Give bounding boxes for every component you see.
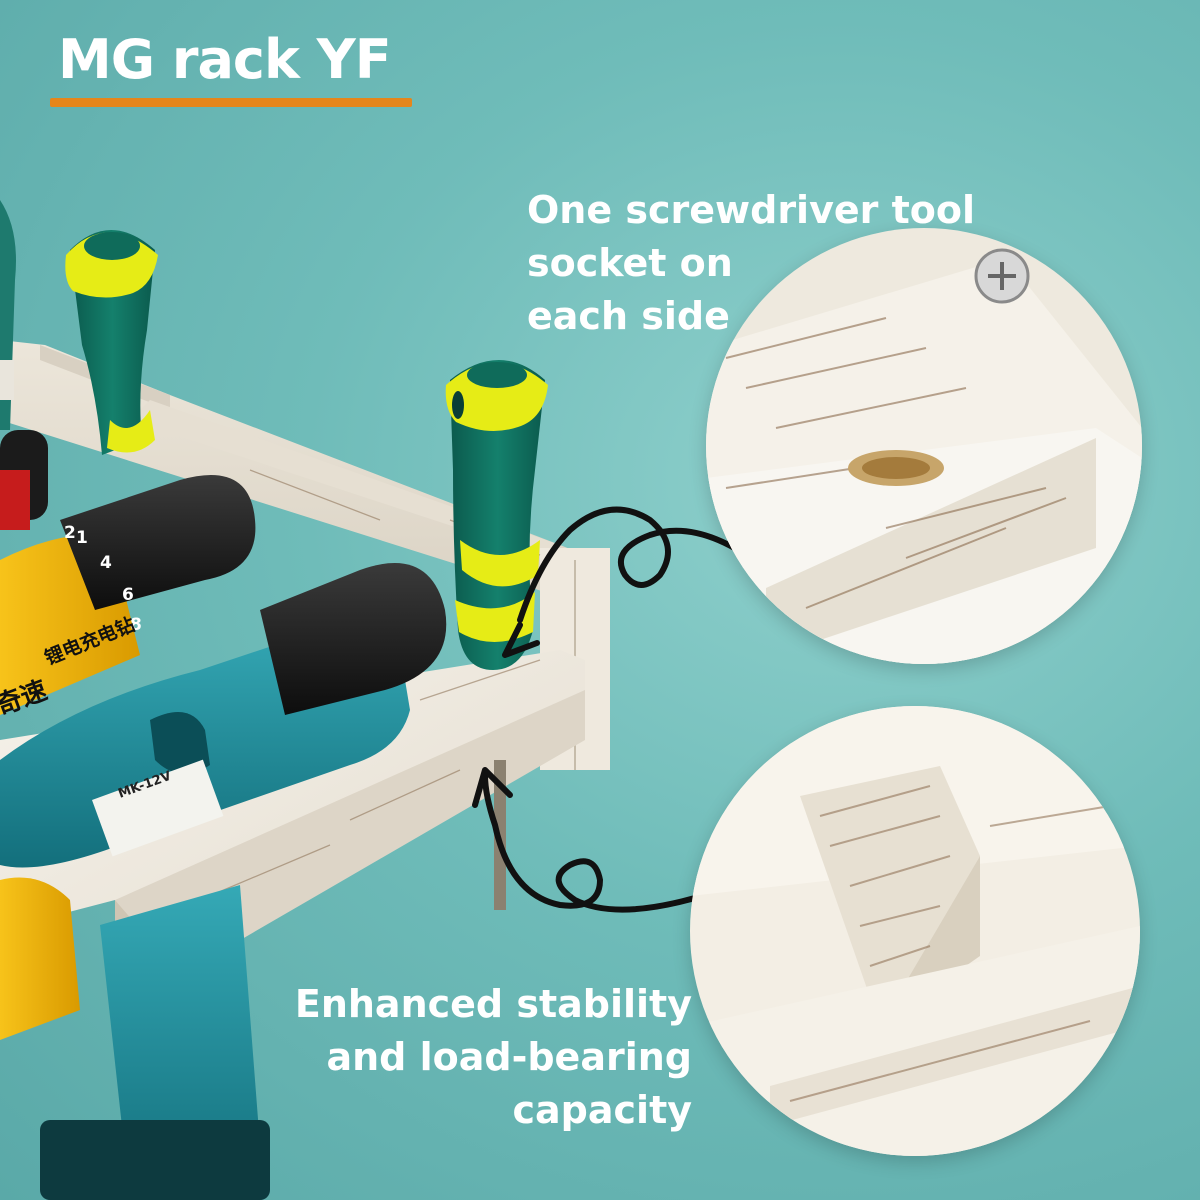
callout-stability-line-1: Enhanced stability xyxy=(294,982,692,1026)
callout-stability-text: Enhanced stability and load-bearing capa… xyxy=(295,978,692,1137)
brand-name: MG rack YF xyxy=(58,28,392,91)
yellow-drill: 2 1 4 6 8 锂电充电钻 奇速 xyxy=(0,475,256,1040)
callout-socket-text: One screwdriver tool socket on each side xyxy=(527,184,975,343)
callout-stability-line-2: and load-bearing xyxy=(326,1035,692,1079)
curly-arrow-icon-bottom xyxy=(472,767,738,913)
tool-left-edge xyxy=(0,200,48,530)
brand-underline xyxy=(50,98,412,107)
chuck-number-2: 4 xyxy=(100,553,112,573)
callout-stability-line-3: capacity xyxy=(512,1088,693,1132)
chuck-number-1: 2 xyxy=(64,523,76,543)
screwdriver-front xyxy=(445,360,548,670)
chuck-number-4: 8 xyxy=(130,615,142,635)
curly-arrow-icon-top xyxy=(502,506,793,658)
chuck-number-0: 1 xyxy=(76,528,88,548)
detail-circle-socket xyxy=(706,228,1142,664)
callout-socket-line-3: each side xyxy=(527,294,730,338)
screwdriver-back xyxy=(65,230,158,455)
callout-socket-line-1: One screwdriver tool xyxy=(527,188,976,232)
chuck-number-3: 6 xyxy=(122,585,134,605)
detail-circle-joint xyxy=(690,706,1140,1156)
callout-socket-line-2: socket on xyxy=(527,241,733,285)
teal-drill: MK-12V xyxy=(0,563,447,1200)
